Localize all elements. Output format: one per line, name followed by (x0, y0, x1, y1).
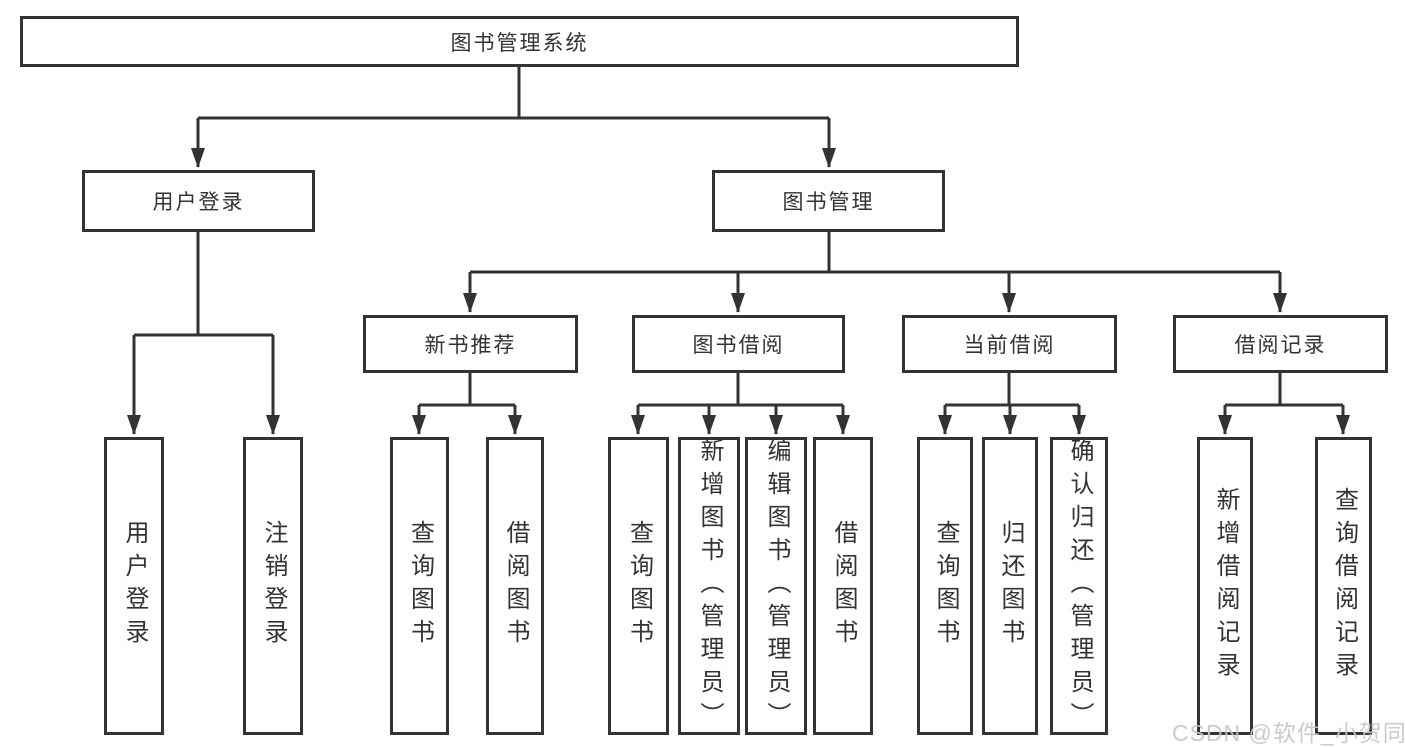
leaf-borrow-books-borrowing: 借阅图书 (813, 437, 873, 735)
node-book-management: 图书管理 (712, 170, 945, 232)
leaf-edit-books-admin: 编辑图书（管理员） (745, 437, 807, 735)
node-label: 新书推荐 (424, 334, 517, 357)
node-label: 新增借阅记录 (1212, 487, 1239, 685)
node-label: 借阅图书 (502, 520, 529, 652)
node-label: 查询图书 (932, 520, 959, 652)
node-label: 图书借阅 (692, 334, 785, 357)
leaf-query-books-recommend: 查询图书 (390, 437, 449, 735)
node-book-management-system: 图书管理系统 (20, 16, 1019, 67)
node-label: 编辑图书（管理员） (763, 437, 790, 735)
node-label: 借阅记录 (1234, 334, 1327, 357)
leaf-add-books-admin: 新增图书（管理员） (678, 437, 740, 735)
node-label: 当前借阅 (963, 334, 1056, 357)
node-borrowing-records: 借阅记录 (1173, 315, 1388, 373)
node-label: 图书管理 (782, 191, 875, 214)
node-label: 借阅图书 (830, 520, 857, 652)
leaf-query-books-borrowing: 查询图书 (608, 437, 669, 735)
leaf-add-borrowing-record: 新增借阅记录 (1197, 437, 1253, 735)
leaf-query-borrowing-record: 查询借阅记录 (1315, 437, 1372, 735)
node-label: 用户登录 (121, 520, 148, 652)
node-label: 新增图书（管理员） (696, 437, 723, 735)
node-book-borrowing: 图书借阅 (632, 315, 845, 373)
node-label: 查询图书 (625, 520, 653, 652)
node-current-borrowing: 当前借阅 (902, 315, 1117, 373)
leaf-user-login: 用户登录 (104, 437, 164, 735)
node-label: 图书管理系统 (450, 31, 589, 55)
leaf-logout: 注销登录 (243, 437, 303, 735)
node-new-book-recommendation: 新书推荐 (363, 315, 578, 373)
leaf-borrow-books-recommend: 借阅图书 (486, 437, 544, 735)
leaf-confirm-return-admin: 确认归还（管理员） (1050, 437, 1108, 735)
node-user-login: 用户登录 (82, 170, 315, 232)
node-label: 用户登录 (152, 191, 245, 214)
node-label: 查询借阅记录 (1330, 487, 1358, 685)
node-label: 注销登录 (260, 520, 287, 652)
leaf-query-books-current: 查询图书 (917, 437, 973, 735)
node-label: 归还图书 (997, 520, 1024, 652)
leaf-return-books: 归还图书 (982, 437, 1038, 735)
node-label: 查询图书 (406, 520, 434, 652)
csdn-watermark: CSDN @软件_小贺同学 (1172, 720, 1405, 746)
node-label: 确认归还（管理员） (1066, 437, 1093, 735)
